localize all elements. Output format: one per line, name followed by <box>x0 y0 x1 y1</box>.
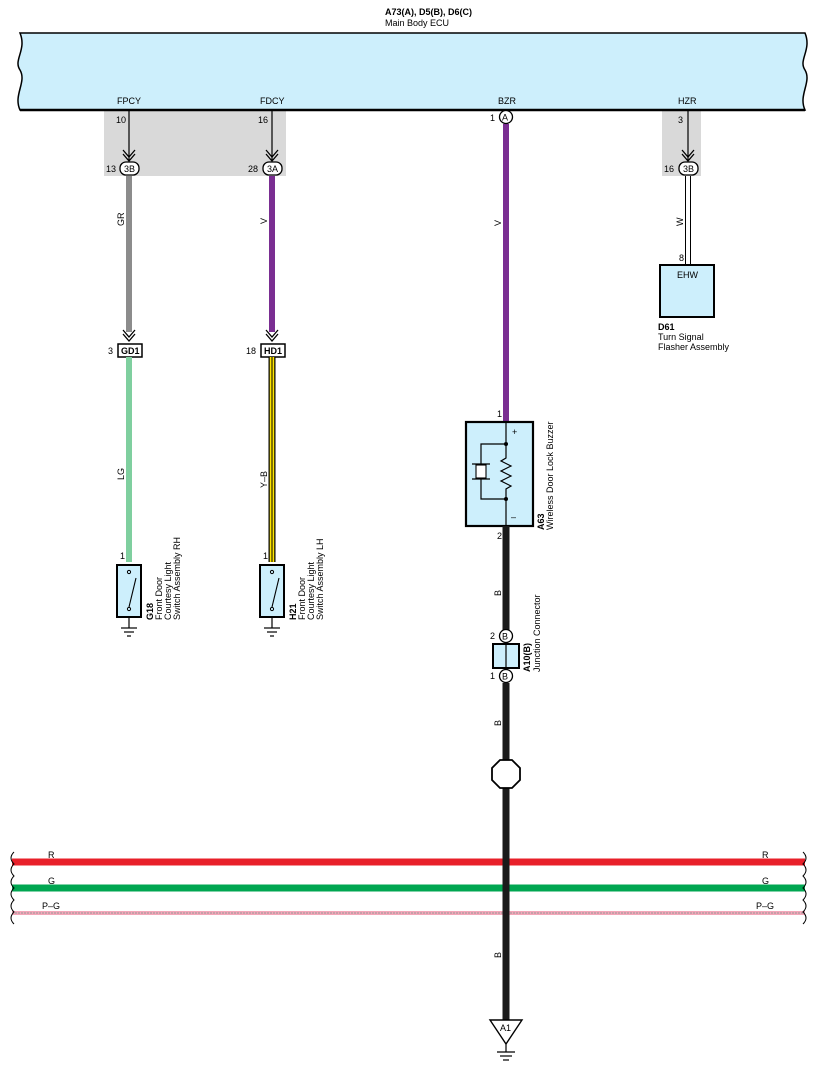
a10-conn-bottom-id: B <box>502 672 508 682</box>
wire-label-b-jc: B <box>493 720 503 726</box>
a63-pin-out: 2 <box>497 531 502 541</box>
bus-label-r-right: R <box>762 850 769 860</box>
g18-line1: Front Door <box>154 577 164 620</box>
pin-label-fpcy: FPCY <box>117 96 141 106</box>
connector-id-hd1: HD1 <box>264 346 282 356</box>
g18-code: G18 <box>145 603 155 620</box>
pin-label-fdcy: FDCY <box>260 96 285 106</box>
d61-code: D61 <box>658 322 675 332</box>
a63-pin-in: 1 <box>497 409 502 419</box>
wire-label-gr: GR <box>116 212 126 226</box>
a10-name: Junction Connector <box>532 594 542 672</box>
a63-code: A63 <box>536 513 546 530</box>
pin-number-bzr: 1 <box>490 113 495 123</box>
a63-plus: + <box>512 427 517 437</box>
a10-pin-bottom: 1 <box>490 671 495 681</box>
h21-line1: Front Door <box>297 577 307 620</box>
wire-label-b-ground: B <box>493 952 503 958</box>
pin-number-hzr: 3 <box>678 115 683 125</box>
wire-label-v-bzr: V <box>493 220 503 226</box>
connector-pin-18: 18 <box>246 346 256 356</box>
wire-label-lg: LG <box>116 468 126 480</box>
bus-label-g-left: G <box>48 876 55 886</box>
d61-flasher <box>659 264 715 318</box>
a10-conn-top <box>498 628 514 644</box>
h21-pin: 1 <box>263 551 268 561</box>
a63-minus: – <box>511 512 516 522</box>
connector-id-gd1: GD1 <box>121 346 140 356</box>
junction-id-3b-right: 3B <box>683 164 694 174</box>
junction-3b-left <box>119 161 140 176</box>
h21-line2: Courtesy Light <box>306 561 316 620</box>
a10-conn-bottom <box>498 668 514 684</box>
junction-id-3a: 3A <box>267 164 278 174</box>
d61-terminal: EHW <box>677 270 699 280</box>
g18-pin: 1 <box>120 551 125 561</box>
ground-id: A1 <box>500 1023 511 1033</box>
junction-pin-28: 28 <box>248 164 258 174</box>
ground-a1 <box>488 1019 524 1046</box>
bus-label-r-left: R <box>48 850 55 860</box>
pin-label-hzr: HZR <box>678 96 697 106</box>
connector-pin-3: 3 <box>108 346 113 356</box>
h21-code: H21 <box>288 603 298 620</box>
g18-line3: Switch Assembly RH <box>172 537 182 620</box>
bzr-connector-id: A <box>502 113 508 123</box>
d61-pin: 8 <box>679 253 684 263</box>
bzr-connector <box>498 109 514 125</box>
d61-line1: Turn Signal <box>658 332 704 342</box>
a63-name: Wireless Door Lock Buzzer <box>545 421 555 530</box>
junction-3b-right <box>678 161 699 176</box>
wire-label-b-buzzer: B <box>493 590 503 596</box>
wire-label-w: W <box>675 217 685 226</box>
pin-label-bzr: BZR <box>498 96 517 106</box>
a10-pin-top: 2 <box>490 631 495 641</box>
junction-3a <box>262 161 283 176</box>
bus-label-p-g-right: P–G <box>756 901 774 911</box>
wire-label-v-fdcy: V <box>259 218 269 224</box>
ecu-code: A73(A), D5(B), D6(C) <box>385 7 472 17</box>
g18-line2: Courtesy Light <box>163 561 173 620</box>
pin-number-fdcy: 16 <box>258 115 268 125</box>
junction-id-3b-left: 3B <box>124 164 135 174</box>
a10-conn-top-id: B <box>502 632 508 642</box>
wire-label-y-b: Y–B <box>259 471 269 488</box>
pin-number-fpcy: 10 <box>116 115 126 125</box>
splice-point <box>491 759 521 789</box>
bus-label-p-g-left: P–G <box>42 901 60 911</box>
ecu-name: Main Body ECU <box>385 18 449 28</box>
junction-pin-16: 16 <box>664 164 674 174</box>
h21-line3: Switch Assembly LH <box>315 538 325 620</box>
h21-switch <box>259 564 285 618</box>
d61-line2: Flasher Assembly <box>658 342 730 352</box>
junction-pin-13: 13 <box>106 164 116 174</box>
g18-switch <box>116 564 142 618</box>
a10-code: A10(B) <box>522 643 532 672</box>
bus-label-g-right: G <box>762 876 769 886</box>
